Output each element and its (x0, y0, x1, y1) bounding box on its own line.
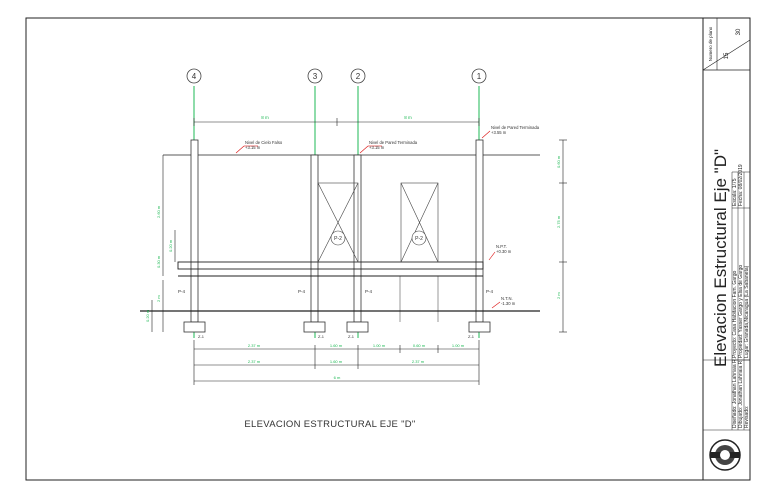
sheet-total: 30 (736, 28, 742, 35)
column-label-3: P-4 (298, 289, 306, 294)
bottom-dim-r1-1: 2.37 m (248, 343, 261, 348)
door-tag-1-label: P-2 (334, 236, 342, 242)
title-block-frame (702, 17, 751, 481)
axis-bubble-3 (307, 68, 323, 84)
column-label-4: P-4 (178, 289, 186, 294)
right-dim-2: 2.75 m (556, 215, 561, 228)
grid-axes (193, 86, 480, 338)
bottom-dim-r2-2: 1.60 m (330, 359, 343, 364)
sheet-number: 15 (724, 52, 730, 59)
title-block-project: Proyecto: Casa Habitacion Fam. Gargo (732, 271, 738, 358)
bottom-dim-r1-4: 0.60 m (413, 343, 426, 348)
bottom-dim-r1-2: 1.60 m (330, 343, 343, 348)
axis-label-2: 2 (356, 72, 361, 81)
axis-label-1: 1 (477, 72, 482, 81)
title-block-date: Fecha: 08/02/2019 (738, 164, 744, 206)
axis-label-3: 3 (313, 72, 318, 81)
left-dim-2: 0.20 m (168, 239, 173, 252)
sheet-border (25, 17, 751, 481)
footing-label-2: Z-1 (348, 334, 355, 339)
column-label-1: P-4 (486, 289, 494, 294)
top-dim-right: 8 m (404, 115, 412, 120)
top-dim-left: 8 m (261, 115, 269, 120)
floor-beams (177, 261, 484, 277)
level-callout-1-value: +3.15 m (245, 145, 261, 150)
axis-bubble-4 (186, 68, 202, 84)
level-callout-3-name: Nivel de Pared Terminada (491, 125, 540, 130)
title-block-location: Lugar: Granada,Nicaragua (La Sabaneta) (744, 265, 750, 358)
left-dim-1: 2.60 m (156, 205, 161, 218)
level-callout-4-name: N.P.T. (496, 244, 507, 249)
axis-bubble-1 (471, 68, 487, 84)
bottom-dim-r2-1: 2.37 m (248, 359, 261, 364)
level-callout-2-name: Nivel de Pared Terminada (369, 140, 418, 145)
bottom-dim-r1-3: 1.00 m (373, 343, 386, 348)
level-callout-4-value: +0.30 m (496, 249, 512, 254)
title-block-property: Propiedad: Yasser Gargo y Elsa de Gargo (738, 265, 744, 358)
bottom-dim-total: 6 m (334, 375, 341, 380)
left-dim-4: 2 m (156, 295, 161, 302)
axis-bubble-2 (350, 68, 366, 84)
title-block-scale: Escala: 1/75 (732, 178, 738, 206)
title-block-designed: Diseñado: Jonathan Lahriaia R. (732, 358, 738, 428)
door-tag-2 (411, 230, 427, 246)
right-dim-1: 0.60 m (556, 155, 561, 168)
municipal-seal-logo (709, 439, 741, 471)
title-block-drawn: Dibujado: Jonathan Lahriaia R. (738, 359, 744, 428)
footings (183, 321, 491, 333)
level-callout-2-value: +3.15 m (369, 145, 385, 150)
right-dim-3: 2 m (556, 292, 561, 299)
drawing-title: ELEVACION ESTRUCTURAL EJE "D" (244, 419, 415, 430)
level-callout-5-value: -1.30 m (501, 301, 516, 306)
level-callout-1-name: Nivel de Cielo Falso (245, 140, 283, 145)
door-tag-2-label: P-2 (415, 236, 423, 242)
column-label-2: P-4 (365, 289, 373, 294)
bottom-dim-r2-3: 2.37 m (412, 359, 425, 364)
door-tag-1 (330, 230, 346, 246)
footing-label-4: Z-1 (198, 334, 205, 339)
footing-label-1: Z-1 (468, 334, 475, 339)
footing-label-3: Z-1 (318, 334, 325, 339)
title-block-main-title: Elevacion Estructural Eje "D" (711, 149, 730, 367)
axis-label-4: 4 (192, 72, 197, 81)
title-block-reviewed: Revisado: (744, 406, 750, 428)
level-callout-5-name: N.T.N. (501, 296, 513, 301)
door-openings (317, 182, 439, 263)
left-dim-5: 0.20 m (145, 309, 150, 322)
left-dim-3: 0.30 m (156, 255, 161, 268)
level-callout-3-value: +3.55 m (491, 130, 507, 135)
bottom-dim-r1-5: 1.00 m (452, 343, 465, 348)
sheet-number-label: Numero de plano (708, 26, 713, 61)
